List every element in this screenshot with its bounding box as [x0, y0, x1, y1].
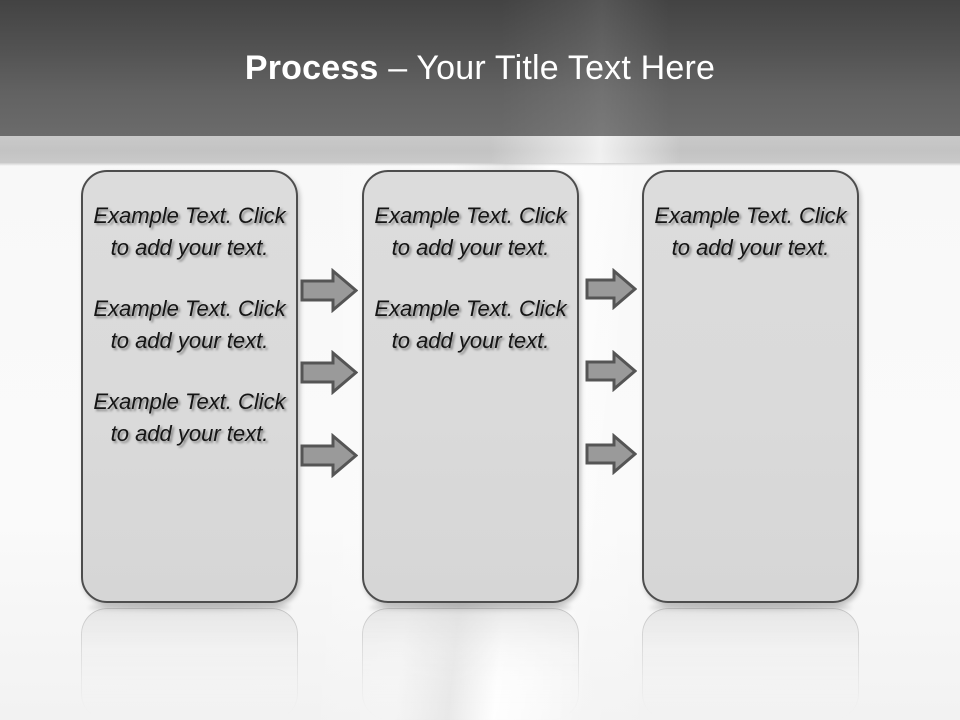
stage-3-paragraph-1[interactable]: Example Text. Click to add your text.: [654, 203, 847, 260]
stage-2-reflection-cap: [369, 604, 572, 611]
header-light-streak: [500, 0, 670, 136]
right-arrow-icon: [300, 433, 358, 478]
stage-2-reflection: [362, 608, 579, 720]
page-title-rest: Your Title Text Here: [416, 49, 716, 87]
right-arrow-icon: [300, 350, 358, 395]
right-arrow-icon: [585, 433, 637, 475]
header-accent-bar-highlight: [490, 136, 680, 163]
process-stage-3[interactable]: Example Text. Click to add your text.: [642, 170, 859, 603]
stage-3-reflection: [642, 608, 859, 720]
page-title: Process – Your Title Text Here: [0, 47, 960, 89]
stage-1-paragraph-3[interactable]: Example Text. Click to add your text.: [93, 389, 286, 446]
arrow-1-to-2-bottom[interactable]: [300, 433, 358, 478]
arrow-2-to-3-middle[interactable]: [585, 350, 637, 392]
stage-1-reflection: [81, 608, 298, 720]
header-accent-bar-shadow: [0, 163, 960, 166]
page-title-bold: Process: [244, 49, 379, 87]
process-stage-1[interactable]: Example Text. Click to add your text. Ex…: [81, 170, 298, 603]
stage-2-text-block[interactable]: Example Text. Click to add your text. Ex…: [374, 200, 567, 356]
stage-1-paragraph-1[interactable]: Example Text. Click to add your text.: [93, 203, 286, 260]
header-accent-bar: [0, 136, 960, 163]
arrow-1-to-2-top[interactable]: [300, 268, 358, 313]
process-stage-2[interactable]: Example Text. Click to add your text. Ex…: [362, 170, 579, 603]
stage-1-reflection-cap: [88, 604, 291, 611]
stage-3-text-block[interactable]: Example Text. Click to add your text.: [654, 200, 847, 263]
right-arrow-icon: [585, 350, 637, 392]
right-arrow-icon: [585, 268, 637, 310]
right-arrow-icon: [300, 268, 358, 313]
slide-header-band: [0, 0, 960, 136]
stage-3-reflection-cap: [649, 604, 852, 611]
stage-1-paragraph-2[interactable]: Example Text. Click to add your text.: [93, 296, 286, 353]
page-title-separator: –: [378, 49, 417, 87]
arrow-1-to-2-middle[interactable]: [300, 350, 358, 395]
stage-2-paragraph-2[interactable]: Example Text. Click to add your text.: [374, 296, 567, 353]
arrow-2-to-3-top[interactable]: [585, 268, 637, 310]
stage-2-paragraph-1[interactable]: Example Text. Click to add your text.: [374, 203, 567, 260]
stage-1-text-block[interactable]: Example Text. Click to add your text. Ex…: [93, 200, 286, 449]
arrow-2-to-3-bottom[interactable]: [585, 433, 637, 475]
